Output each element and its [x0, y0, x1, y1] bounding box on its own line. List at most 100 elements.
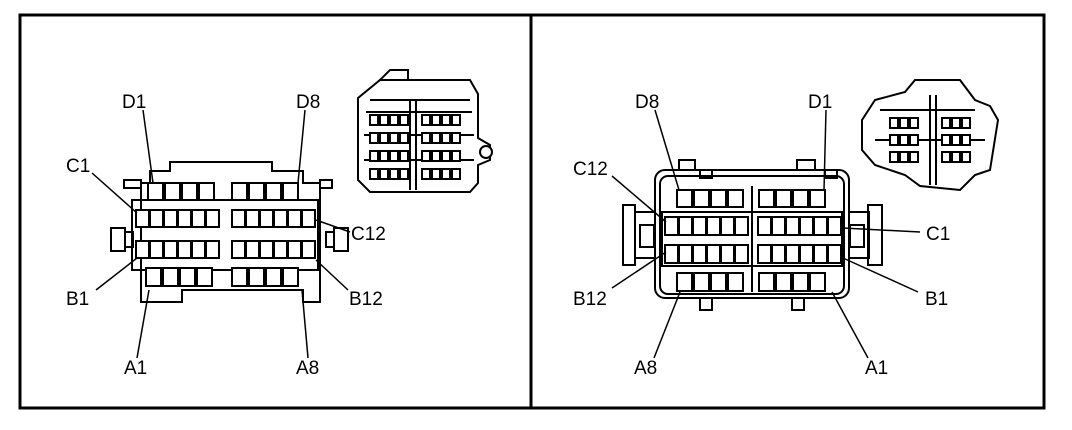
pin-cavity-d: [727, 189, 744, 208]
left-label-b1: B1: [66, 289, 89, 310]
pin-cavity-c: [799, 216, 814, 236]
pin-cavity-c: [287, 209, 302, 228]
right-leader-lines: [611, 109, 921, 359]
pin-cavity-d: [282, 182, 299, 201]
pin-cavity-d: [181, 182, 198, 201]
icon-cell: [389, 132, 399, 144]
icon-cell: [431, 132, 441, 144]
icon-cell: [441, 114, 451, 126]
icon-cell: [941, 117, 951, 129]
pin-cavity-c: [135, 209, 150, 228]
icon-cell: [369, 168, 379, 180]
pin-cavity-a: [179, 267, 196, 287]
pin-cavity-b: [771, 244, 786, 264]
icon-cell: [951, 151, 961, 163]
pin-cavity-a: [145, 267, 162, 287]
pin-cavity-d: [710, 189, 727, 208]
icon-cell: [379, 168, 389, 180]
left-label-a8: A8: [296, 358, 319, 379]
pin-cavity-c: [785, 216, 800, 236]
pin-cavity-c: [771, 216, 786, 236]
pin-cavity-d: [693, 189, 710, 208]
icon-cell: [441, 168, 451, 180]
pin-cavity-b: [734, 244, 749, 264]
right-panel: D8 D1 C12 C1 B12 B1 A8 A1: [573, 79, 1000, 379]
icon-cell: [399, 150, 409, 162]
pin-cavity-b: [273, 240, 288, 259]
pin-cavity-d: [231, 182, 248, 201]
pin-cavity-a: [265, 267, 282, 287]
pin-cavity-c: [205, 209, 220, 228]
right-label-d1: D1: [808, 92, 832, 113]
left-connector-3d-icon: [357, 69, 493, 193]
icon-cell: [379, 114, 389, 126]
pin-cavity-a: [710, 272, 727, 292]
pin-cavity-c: [259, 209, 274, 228]
pin-cavity-b: [706, 244, 721, 264]
pin-cavity-a: [248, 267, 265, 287]
icon-cell: [909, 134, 919, 146]
pin-cavity-b: [245, 240, 260, 259]
pin-cavity-c: [706, 216, 721, 236]
icon-cell: [421, 132, 431, 144]
pin-cavity-c: [692, 216, 707, 236]
icon-cell: [451, 114, 461, 126]
pin-cavity-d: [775, 189, 792, 208]
pin-cavity-a: [196, 267, 213, 287]
icon-cell: [451, 168, 461, 180]
pin-cavity-c: [301, 209, 316, 228]
icon-cell: [451, 132, 461, 144]
icon-cell: [379, 132, 389, 144]
icon-cell: [961, 151, 971, 163]
right-label-b1: B1: [925, 289, 948, 310]
pin-cavity-d: [147, 182, 164, 201]
icon-cell: [889, 117, 899, 129]
pin-cavity-b: [678, 244, 693, 264]
pin-cavity-d: [198, 182, 215, 201]
icon-cell: [379, 150, 389, 162]
pin-cavity-a: [693, 272, 710, 292]
left-connector-face: [110, 161, 349, 303]
pin-cavity-c: [813, 216, 828, 236]
icon-cell: [951, 117, 961, 129]
pin-cavity-a: [758, 272, 775, 292]
icon-cell: [941, 134, 951, 146]
icon-cell: [369, 132, 379, 144]
pin-cavity-b: [149, 240, 164, 259]
pin-cavity-c: [757, 216, 772, 236]
icon-cell: [421, 168, 431, 180]
icon-cell: [941, 151, 951, 163]
pin-cavity-a: [809, 272, 826, 292]
pin-cavity-b: [163, 240, 178, 259]
pin-cavity-c: [734, 216, 749, 236]
pin-cavity-c: [720, 216, 735, 236]
icon-cell: [431, 150, 441, 162]
left-label-d1: D1: [122, 92, 146, 113]
icon-cell: [961, 134, 971, 146]
left-leader-lines: [91, 109, 351, 359]
icon-cell: [431, 168, 441, 180]
pin-cavity-c: [678, 216, 693, 236]
pin-cavity-b: [827, 244, 842, 264]
icon-cell: [909, 117, 919, 129]
pin-cavity-b: [231, 240, 246, 259]
icon-cell: [431, 114, 441, 126]
icon-cell: [441, 132, 451, 144]
left-label-c12: C12: [351, 224, 386, 245]
icon-cell: [961, 117, 971, 129]
pin-cavity-d: [792, 189, 809, 208]
pin-cavity-c: [664, 216, 679, 236]
icon-cell: [899, 151, 909, 163]
pin-cavity-d: [164, 182, 181, 201]
pin-cavity-c: [827, 216, 842, 236]
pin-cavity-b: [785, 244, 800, 264]
right-pin-cavities: [664, 189, 842, 292]
right-label-a1: A1: [865, 358, 888, 379]
right-connector-3d-icon: [861, 79, 1000, 192]
pin-cavity-d: [265, 182, 282, 201]
icon-cell: [421, 150, 431, 162]
pin-cavity-a: [775, 272, 792, 292]
pin-cavity-b: [799, 244, 814, 264]
icon-cell: [889, 151, 899, 163]
